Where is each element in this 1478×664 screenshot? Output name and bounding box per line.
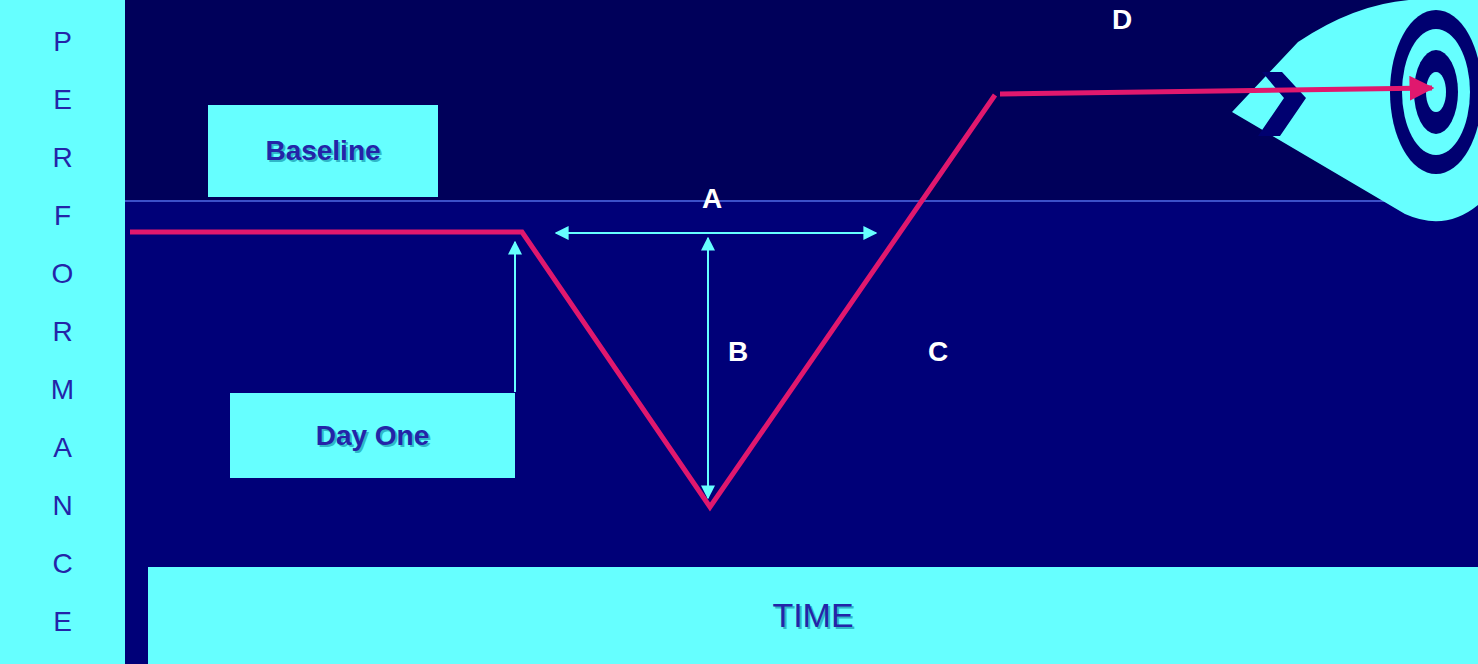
duration-arrow — [556, 232, 876, 234]
lower-band — [0, 202, 1478, 664]
callout-letter: C — [928, 336, 948, 368]
day-one-leader — [514, 242, 516, 392]
goal-arrow — [1000, 88, 1432, 94]
callout-letter: A — [702, 183, 722, 215]
target-icon — [1232, 0, 1478, 221]
box-text: Baseline — [265, 135, 380, 167]
axis-label-box: PERFORMANCE — [0, 0, 125, 664]
box-text: TIME — [772, 596, 853, 635]
box-text: Day One — [316, 420, 430, 452]
callout-letter: D — [1112, 4, 1132, 36]
label-box: Baseline — [208, 105, 438, 197]
depth-arrow — [707, 238, 709, 498]
label-box: TIME — [148, 567, 1478, 664]
label-box: Day One — [230, 393, 515, 478]
band-rule — [125, 200, 1478, 202]
callout-letter: B — [728, 336, 748, 368]
box-text: PERFORMANCE — [49, 13, 77, 651]
performance-curve — [130, 95, 995, 507]
